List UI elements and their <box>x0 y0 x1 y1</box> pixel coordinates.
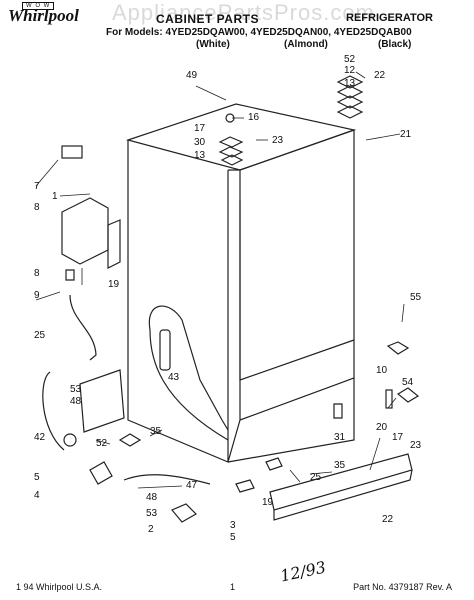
callout-9: 10 <box>376 365 388 376</box>
callout-17: 19 <box>108 279 120 290</box>
callout-41: 43 <box>168 372 180 383</box>
part-10 <box>61 197 109 265</box>
callout-43: 48 <box>146 492 158 503</box>
callout-1: 1 <box>52 191 58 202</box>
part-53-tube <box>42 371 65 451</box>
callout-7: 7 <box>34 181 40 192</box>
part-47 <box>79 369 125 433</box>
cabinet-back <box>239 129 355 421</box>
callout-23c: 23 <box>410 440 422 451</box>
callout-4: 4 <box>34 490 40 501</box>
callout-24: 25 <box>34 330 46 341</box>
footer-part-number: Part No. 4379187 Rev. A <box>353 582 452 592</box>
color-almond: (Almond) <box>284 39 328 50</box>
category-label: REFRIGERATOR <box>346 12 433 24</box>
models-line: For Models: 4YED25DQAW00, 4YED25DQAN00, … <box>106 27 412 38</box>
cabinet-opening <box>148 305 229 431</box>
callout-13: 13 <box>344 78 356 89</box>
callout-35b: 35 <box>334 460 346 471</box>
color-black: (Black) <box>378 39 412 50</box>
part-4 <box>89 461 113 485</box>
callout-23: 22 <box>374 70 386 81</box>
callout-13b: 13 <box>194 150 206 161</box>
callout-11: 8 <box>34 202 40 213</box>
callout-12: 12 <box>344 65 356 76</box>
callout-53b: 53 <box>146 508 158 519</box>
callout-54: 54 <box>402 377 414 388</box>
callout-5: 5 <box>34 472 40 483</box>
footer-copyright: 1 94 Whirlpool U.S.A. <box>16 582 103 592</box>
callout-19: 19 <box>262 497 274 508</box>
part-41 <box>159 329 171 371</box>
callout-16: 17 <box>392 432 404 443</box>
callout-3: 3 <box>230 520 236 531</box>
callout-15: 17 <box>194 123 206 134</box>
callout-23b: 23 <box>272 135 284 146</box>
callout-47: 48 <box>70 396 82 407</box>
brand-tag: W O W <box>22 2 55 10</box>
part-24-harness <box>69 294 97 361</box>
callout-55: 55 <box>410 292 422 303</box>
part-54 <box>386 341 410 355</box>
callout-20: 20 <box>376 422 388 433</box>
part-31 <box>333 403 343 419</box>
cabinet-side <box>127 140 229 463</box>
callout-52: 52 <box>96 438 108 449</box>
brand-logo: Whirlpool <box>8 6 79 25</box>
callout-8: 9 <box>34 290 40 301</box>
callout-42: 47 <box>186 480 198 491</box>
color-white: (White) <box>196 39 230 50</box>
part-42 <box>123 474 211 485</box>
watermark: AppliancePartsPros.com <box>112 0 375 25</box>
callout-40: 42 <box>34 432 46 443</box>
callout-31: 31 <box>334 432 346 443</box>
callout-22: 22 <box>382 514 394 525</box>
callout-53: 53 <box>70 384 82 395</box>
callout-14: 16 <box>248 112 260 123</box>
callout-49: 52 <box>344 54 356 65</box>
callout-30: 30 <box>194 137 206 148</box>
footer-page-number: 1 <box>230 582 236 592</box>
callout-21: 21 <box>400 129 412 140</box>
callout-5b: 5 <box>230 532 236 543</box>
part-2 <box>171 503 197 523</box>
callout-10: 8 <box>34 268 40 279</box>
callout-2: 2 <box>148 524 154 535</box>
callout-35: 35 <box>150 426 162 437</box>
callout-48: 49 <box>186 70 198 81</box>
part-19 <box>235 479 255 493</box>
callout-25: 25 <box>310 472 322 483</box>
page-title: CABINET PARTS <box>156 12 259 26</box>
